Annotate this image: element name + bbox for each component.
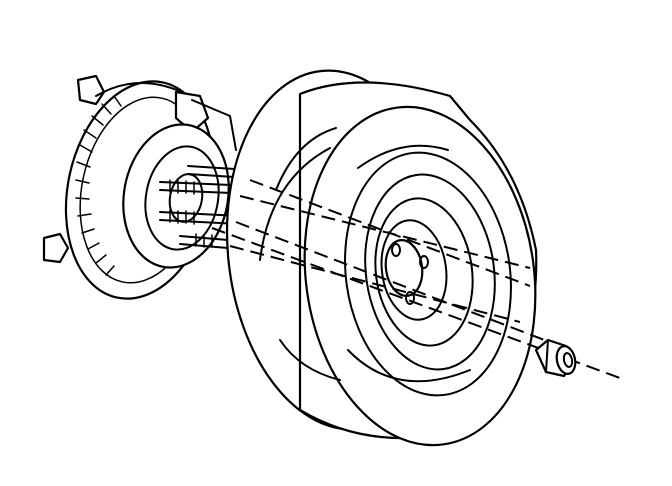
brake-rotor-hub-icon [42,74,237,300]
lug-nut-icon [534,338,577,378]
tire-icon [225,69,538,447]
